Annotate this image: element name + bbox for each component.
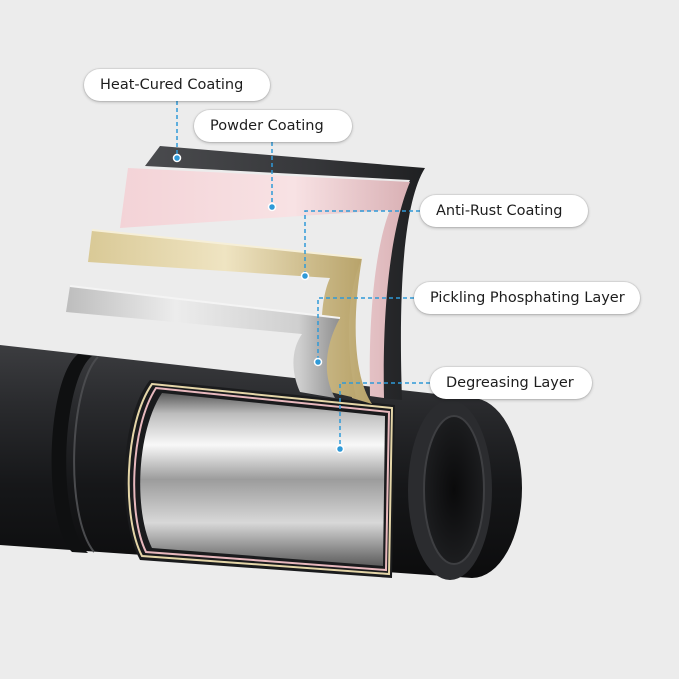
sheet-pickling [66,286,340,398]
callout-anti-rust-coating: Anti-Rust Coating [420,195,588,227]
leader-degrease [339,382,430,449]
leader-lines [176,101,430,449]
steel-core [140,393,385,566]
leader-rust [304,210,420,276]
sheet-heat-cured [145,146,425,400]
leader-dots [172,153,345,454]
sheet-powder [120,168,410,398]
callout-degreasing-layer: Degreasing Layer [430,367,592,399]
leader-pickle [317,297,414,362]
callout-powder-coating: Powder Coating [194,110,352,142]
tube-band [51,354,92,553]
callout-heat-cured-coating: Heat-Cured Coating [84,69,270,101]
callout-pickling-phosphating-layer: Pickling Phosphating Layer [414,282,640,314]
